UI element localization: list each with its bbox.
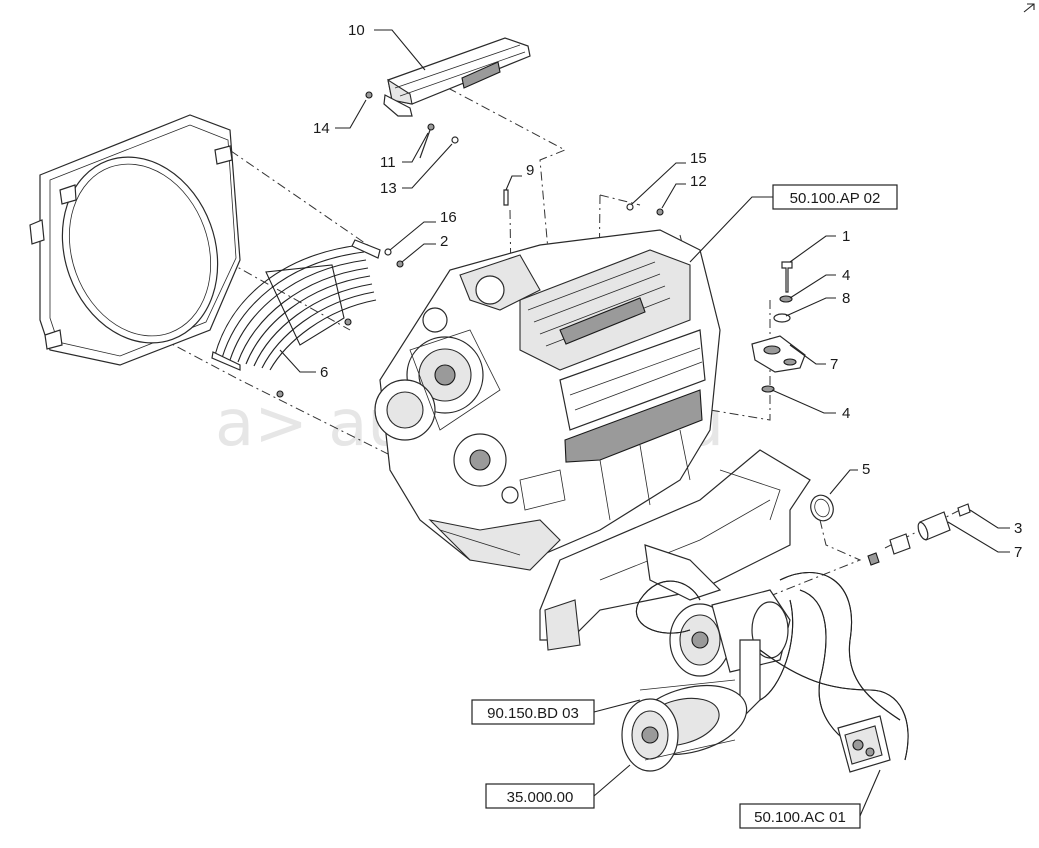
callout-15: 15: [690, 150, 707, 167]
mount-bolt-1: [781, 261, 793, 293]
duct-hardware: [365, 91, 459, 159]
bolt-3: [957, 503, 971, 517]
ref-label: 50.100.AC 01: [754, 809, 846, 826]
callout-5: 5: [862, 461, 870, 478]
nut-4-lower: [761, 385, 775, 393]
washer-4-upper: [779, 295, 793, 303]
callout-1: 1: [842, 228, 850, 245]
hydrostatic-pump: [669, 589, 791, 722]
fan-shroud: [29, 114, 241, 366]
callout-14: 14: [313, 120, 330, 137]
clamp-5: [810, 494, 834, 522]
callout-16: 16: [440, 209, 457, 226]
bolts-15-12: [626, 203, 664, 216]
engine-assembly: [374, 229, 721, 571]
leader-lines: [279, 29, 1010, 817]
engine-mount-frame: [539, 449, 811, 651]
callout-3: 3: [1014, 520, 1022, 537]
callout-4: 4: [842, 405, 850, 422]
ref-box-50-100-ap-02: 50.100.AP 02: [772, 184, 898, 210]
callout-7: 7: [1014, 544, 1022, 561]
ref-label: 35.000.00: [507, 789, 574, 806]
callout-4: 4: [842, 267, 850, 284]
callout-7: 7: [830, 356, 838, 373]
ref-label: 50.100.AP 02: [790, 190, 881, 207]
isolator-7-upper: [751, 335, 806, 373]
guard-hardware: [276, 248, 404, 398]
fan-guard: [211, 239, 381, 371]
air-duct-cover: [383, 37, 531, 117]
callout-2: 2: [440, 233, 448, 250]
callout-12: 12: [690, 173, 707, 190]
ref-box-90-150-bd-03: 90.150.BD 03: [471, 699, 595, 725]
valve-block: [837, 715, 891, 773]
ref-label: 90.150.BD 03: [487, 705, 579, 722]
ref-box-50-100-ac-01: 50.100.AC 01: [739, 803, 861, 829]
callout-10: 10: [348, 22, 365, 39]
callout-6: 6: [320, 364, 328, 381]
callout-9: 9: [526, 162, 534, 179]
callout-11: 11: [380, 154, 396, 171]
bolt-9: [503, 189, 509, 206]
corner-arrow-icon: [1023, 3, 1035, 13]
drive-motor: [621, 679, 748, 772]
hose-7-lower: [867, 511, 951, 566]
ref-box-35-000-00: 35.000.00: [485, 783, 595, 809]
callout-labels: 10 14 11 13 9 15 12 16 2 6 1 4 8 7 4 5 3…: [313, 22, 1022, 561]
callout-8: 8: [842, 290, 850, 307]
callout-13: 13: [380, 180, 397, 197]
